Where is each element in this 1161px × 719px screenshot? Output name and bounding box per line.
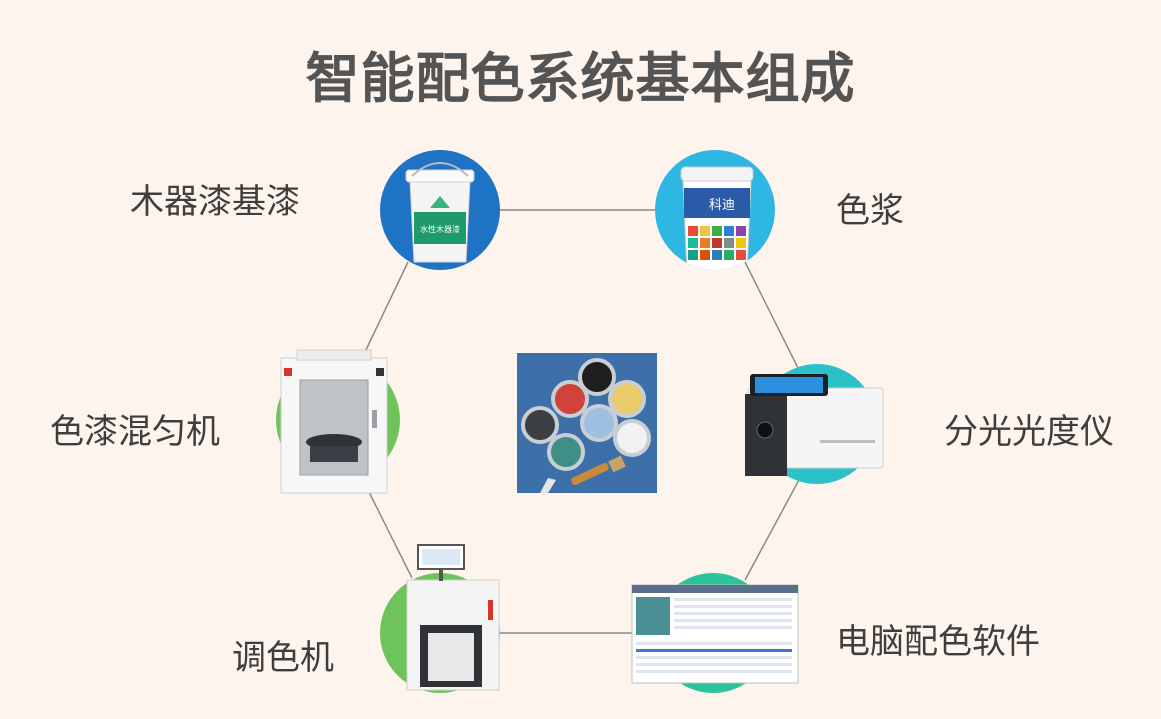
brush-bristles: [608, 455, 626, 473]
can-white: [613, 419, 651, 457]
brush-handle: [571, 462, 609, 486]
mixer-button-left: [284, 368, 292, 376]
software-highlight-row: [636, 649, 792, 652]
tinting-stripe: [488, 600, 493, 620]
can-black: [578, 358, 616, 396]
label-software: 电脑配色软件: [836, 622, 1040, 662]
connector-top-right: [744, 261, 801, 373]
node-tinting-machine: [380, 544, 500, 693]
node-spectrophotometer: [745, 364, 884, 484]
tub-lid: [680, 166, 754, 182]
mixer-button-right: [376, 368, 384, 376]
node-wood-primer: 水性木器漆: [380, 150, 500, 270]
label-color-paste: 色浆: [836, 191, 904, 231]
spectro-lens: [756, 421, 774, 439]
tinting-monitor-content: [422, 549, 460, 565]
node-software: [631, 573, 799, 693]
bucket-label: [414, 212, 466, 244]
tub-band: [684, 188, 750, 218]
tinting-bay-inner: [428, 633, 474, 681]
connector-top-left: [364, 261, 409, 353]
can-teal: [547, 433, 585, 471]
page-title: 智能配色系统基本组成: [305, 47, 856, 110]
node-mixer: [276, 349, 400, 494]
brand-text: 科迪: [709, 198, 735, 213]
center-paint-cans: [517, 353, 657, 493]
bucket-lid: [405, 169, 475, 183]
connector-bottom-left: [367, 489, 413, 579]
bucket-logo: [430, 196, 450, 208]
can-darkgray: [521, 406, 559, 444]
mixer-base: [310, 446, 358, 462]
can-yellow: [608, 380, 646, 418]
label-tinting-machine: 调色机: [232, 638, 334, 678]
software-toolbar: [632, 585, 798, 593]
spectro-display: [755, 377, 823, 393]
connector-bottom-right: [744, 477, 801, 581]
tub-swatches: [688, 226, 746, 260]
node-color-paste: 科迪: [655, 150, 775, 270]
bucket-handle: [411, 162, 469, 177]
label-wood-primer: 木器漆基漆: [130, 182, 300, 222]
bucket-text: 水性木器漆: [420, 224, 460, 234]
can-lightblue: [580, 404, 618, 442]
mixer-handle: [372, 410, 377, 428]
label-spectrophotometer: 分光光度仪: [944, 412, 1114, 452]
mixer-top: [296, 349, 372, 361]
palette-knife: [540, 478, 556, 493]
software-color-swatch: [636, 597, 670, 635]
label-mixer: 色漆混匀机: [50, 412, 220, 452]
spectro-stripe: [820, 440, 875, 443]
connector-lines: [364, 209, 801, 634]
can-red: [551, 380, 589, 418]
tinting-arm: [439, 569, 443, 581]
